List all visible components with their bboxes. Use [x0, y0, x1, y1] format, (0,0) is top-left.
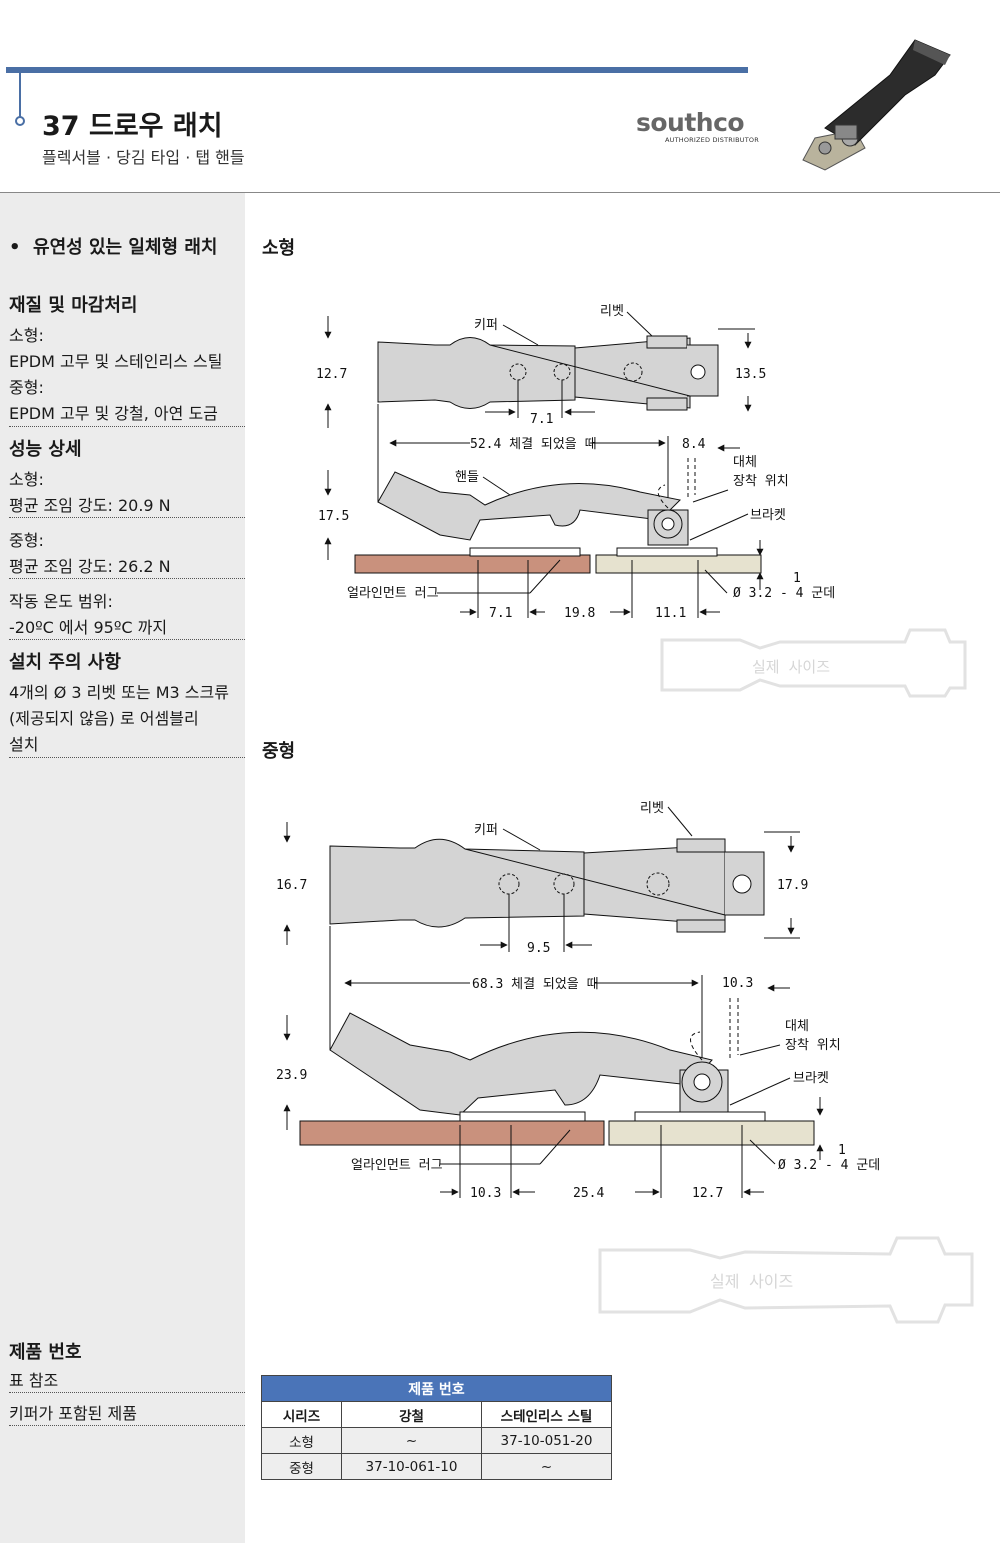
table-row: 중형 37-10-061-10 ~ — [261, 1453, 612, 1480]
small-dim-pitch: 7.1 — [530, 412, 553, 427]
spec-sidebar — [0, 193, 245, 1543]
divider — [9, 1425, 245, 1426]
small-label-bracket: 브라켓 — [750, 508, 786, 523]
medium-dim-h1: 16.7 — [276, 878, 307, 893]
table-title: 제품 번호 — [261, 1375, 612, 1402]
performance-small-value: 평균 조임 강도: 20.9 N — [9, 496, 171, 515]
performance-small-label: 소형: — [9, 470, 44, 489]
medium-actual-size-label: 실제 사이즈 — [710, 1272, 793, 1291]
install-heading: 설치 주의 사항 — [9, 652, 121, 673]
material-heading: 재질 및 마감처리 — [9, 295, 138, 316]
small-dim-h1: 12.7 — [316, 367, 347, 382]
product-photo — [802, 39, 951, 171]
medium-dim-pitch: 9.5 — [527, 941, 550, 956]
medium-actual-size-outline: 실제 사이즈 — [598, 1236, 974, 1324]
small-label-handle: 핸들 — [455, 469, 479, 485]
page-title: 37 드로우 래치 — [42, 111, 223, 142]
medium-dim-h2: 17.9 — [777, 878, 808, 893]
divider — [9, 578, 245, 579]
medium-label-rivet: 리벳 — [640, 801, 664, 816]
temp-label: 작동 온도 범위: — [9, 592, 113, 611]
small-dim-thickness: 1 — [793, 571, 801, 586]
small-latch-diagram: 12.7 13.5 7.1 52.4 체결 되었을 때 8.4 17.5 1 7… — [316, 304, 835, 621]
temp-value: -20ºC 에서 95ºC 까지 — [9, 618, 168, 637]
small-dim-b3: 11.1 — [655, 606, 686, 621]
performance-heading: 성능 상세 — [9, 439, 82, 460]
small-dim-alt: 8.4 — [682, 437, 706, 452]
table-header-steel: 강철 — [341, 1401, 482, 1428]
material-medium-label: 중형: — [9, 378, 44, 397]
divider — [9, 517, 245, 518]
small-label-alt1: 대체 — [733, 455, 757, 470]
small-dim-b2: 19.8 — [564, 606, 595, 621]
material-medium-value: EPDM 고무 및 강철, 아연 도금 — [9, 404, 218, 423]
divider — [9, 1392, 245, 1393]
small-label-alt2: 장착 위치 — [733, 474, 789, 489]
part-number-line-2: 키퍼가 포함된 제품 — [9, 1404, 137, 1423]
medium-dim-thickness: 1 — [838, 1143, 846, 1158]
medium-dim-alt: 10.3 — [722, 976, 753, 991]
install-line-3: 설치 — [9, 735, 39, 754]
divider — [9, 757, 245, 758]
medium-dim-h3: 23.9 — [276, 1068, 307, 1083]
performance-medium-value: 평균 조임 강도: 26.2 N — [9, 557, 171, 576]
feature-text: 유연성 있는 일체형 래치 — [33, 237, 218, 258]
page-subtitle: 플렉서블 · 당김 타입 · 탭 핸들 — [42, 148, 245, 167]
header-marker-dot — [15, 116, 25, 126]
header-divider — [0, 192, 1000, 193]
small-dim-h2: 13.5 — [735, 367, 766, 382]
table-header-stainless: 스테인리스 스틸 — [481, 1401, 612, 1428]
medium-label-alt1: 대체 — [785, 1019, 809, 1034]
small-dim-closed: 52.4 체결 되었을 때 — [470, 437, 597, 452]
medium-latch-diagram: 16.7 17.9 9.5 68.3 체결 되었을 때 10.3 23.9 1 … — [276, 801, 880, 1201]
small-actual-size-label: 실제 사이즈 — [752, 658, 830, 676]
install-line-2: (제공되지 않음) 로 어셈블리 — [9, 709, 199, 728]
medium-label-keeper: 키퍼 — [474, 823, 498, 838]
medium-dim-b3: 12.7 — [692, 1186, 723, 1201]
performance-medium-label: 중형: — [9, 531, 44, 550]
table-cell-steel: 37-10-061-10 — [341, 1453, 482, 1480]
medium-label-holes: Ø 3.2 - 4 군데 — [778, 1158, 880, 1173]
divider — [9, 426, 245, 427]
feature-bullet: • 유연성 있는 일체형 래치 — [9, 237, 218, 258]
part-number-line-1: 표 참조 — [9, 1371, 59, 1390]
small-dim-h3: 17.5 — [318, 509, 349, 524]
part-number-table: 제품 번호 시리즈 강철 스테인리스 스틸 소형 ~ 37-10-051-20 … — [261, 1375, 612, 1480]
part-number-heading: 제품 번호 — [9, 1342, 82, 1363]
medium-dim-closed: 68.3 체결 되었을 때 — [472, 977, 599, 992]
divider — [9, 639, 245, 640]
southco-logo: southco — [636, 108, 745, 137]
small-label-lug: 얼라인먼트 러그 — [347, 586, 439, 601]
logo-tagline: AUTHORIZED DISTRIBUTOR — [665, 136, 759, 144]
table-row: 소형 ~ 37-10-051-20 — [261, 1427, 612, 1454]
table-cell-series: 소형 — [261, 1427, 342, 1454]
small-label-keeper: 키퍼 — [474, 318, 498, 333]
table-cell-series: 중형 — [261, 1453, 342, 1480]
header-marker-line — [19, 73, 21, 117]
medium-label-lug: 얼라인먼트 러그 — [351, 1158, 443, 1173]
header-accent-bar — [6, 67, 748, 73]
small-section-title: 소형 — [262, 238, 296, 259]
medium-dim-b1: 10.3 — [470, 1186, 501, 1201]
small-dim-b1: 7.1 — [489, 606, 512, 621]
table-cell-stainless: ~ — [481, 1453, 612, 1480]
table-cell-steel: ~ — [341, 1427, 482, 1454]
medium-dim-b2: 25.4 — [573, 1186, 604, 1201]
medium-label-bracket: 브라켓 — [793, 1071, 829, 1086]
material-small-label: 소형: — [9, 326, 44, 345]
material-small-value: EPDM 고무 및 스테인리스 스틸 — [9, 352, 223, 371]
small-label-holes: Ø 3.2 - 4 군데 — [733, 586, 835, 601]
install-line-1: 4개의 Ø 3 리벳 또는 M3 스크류 — [9, 683, 229, 702]
small-actual-size-outline: 실제 사이즈 — [660, 628, 967, 698]
table-header-series: 시리즈 — [261, 1401, 342, 1428]
table-cell-stainless: 37-10-051-20 — [481, 1427, 612, 1454]
small-label-rivet: 리벳 — [600, 304, 624, 319]
medium-label-alt2: 장착 위치 — [785, 1038, 841, 1053]
medium-section-title: 중형 — [262, 741, 296, 762]
